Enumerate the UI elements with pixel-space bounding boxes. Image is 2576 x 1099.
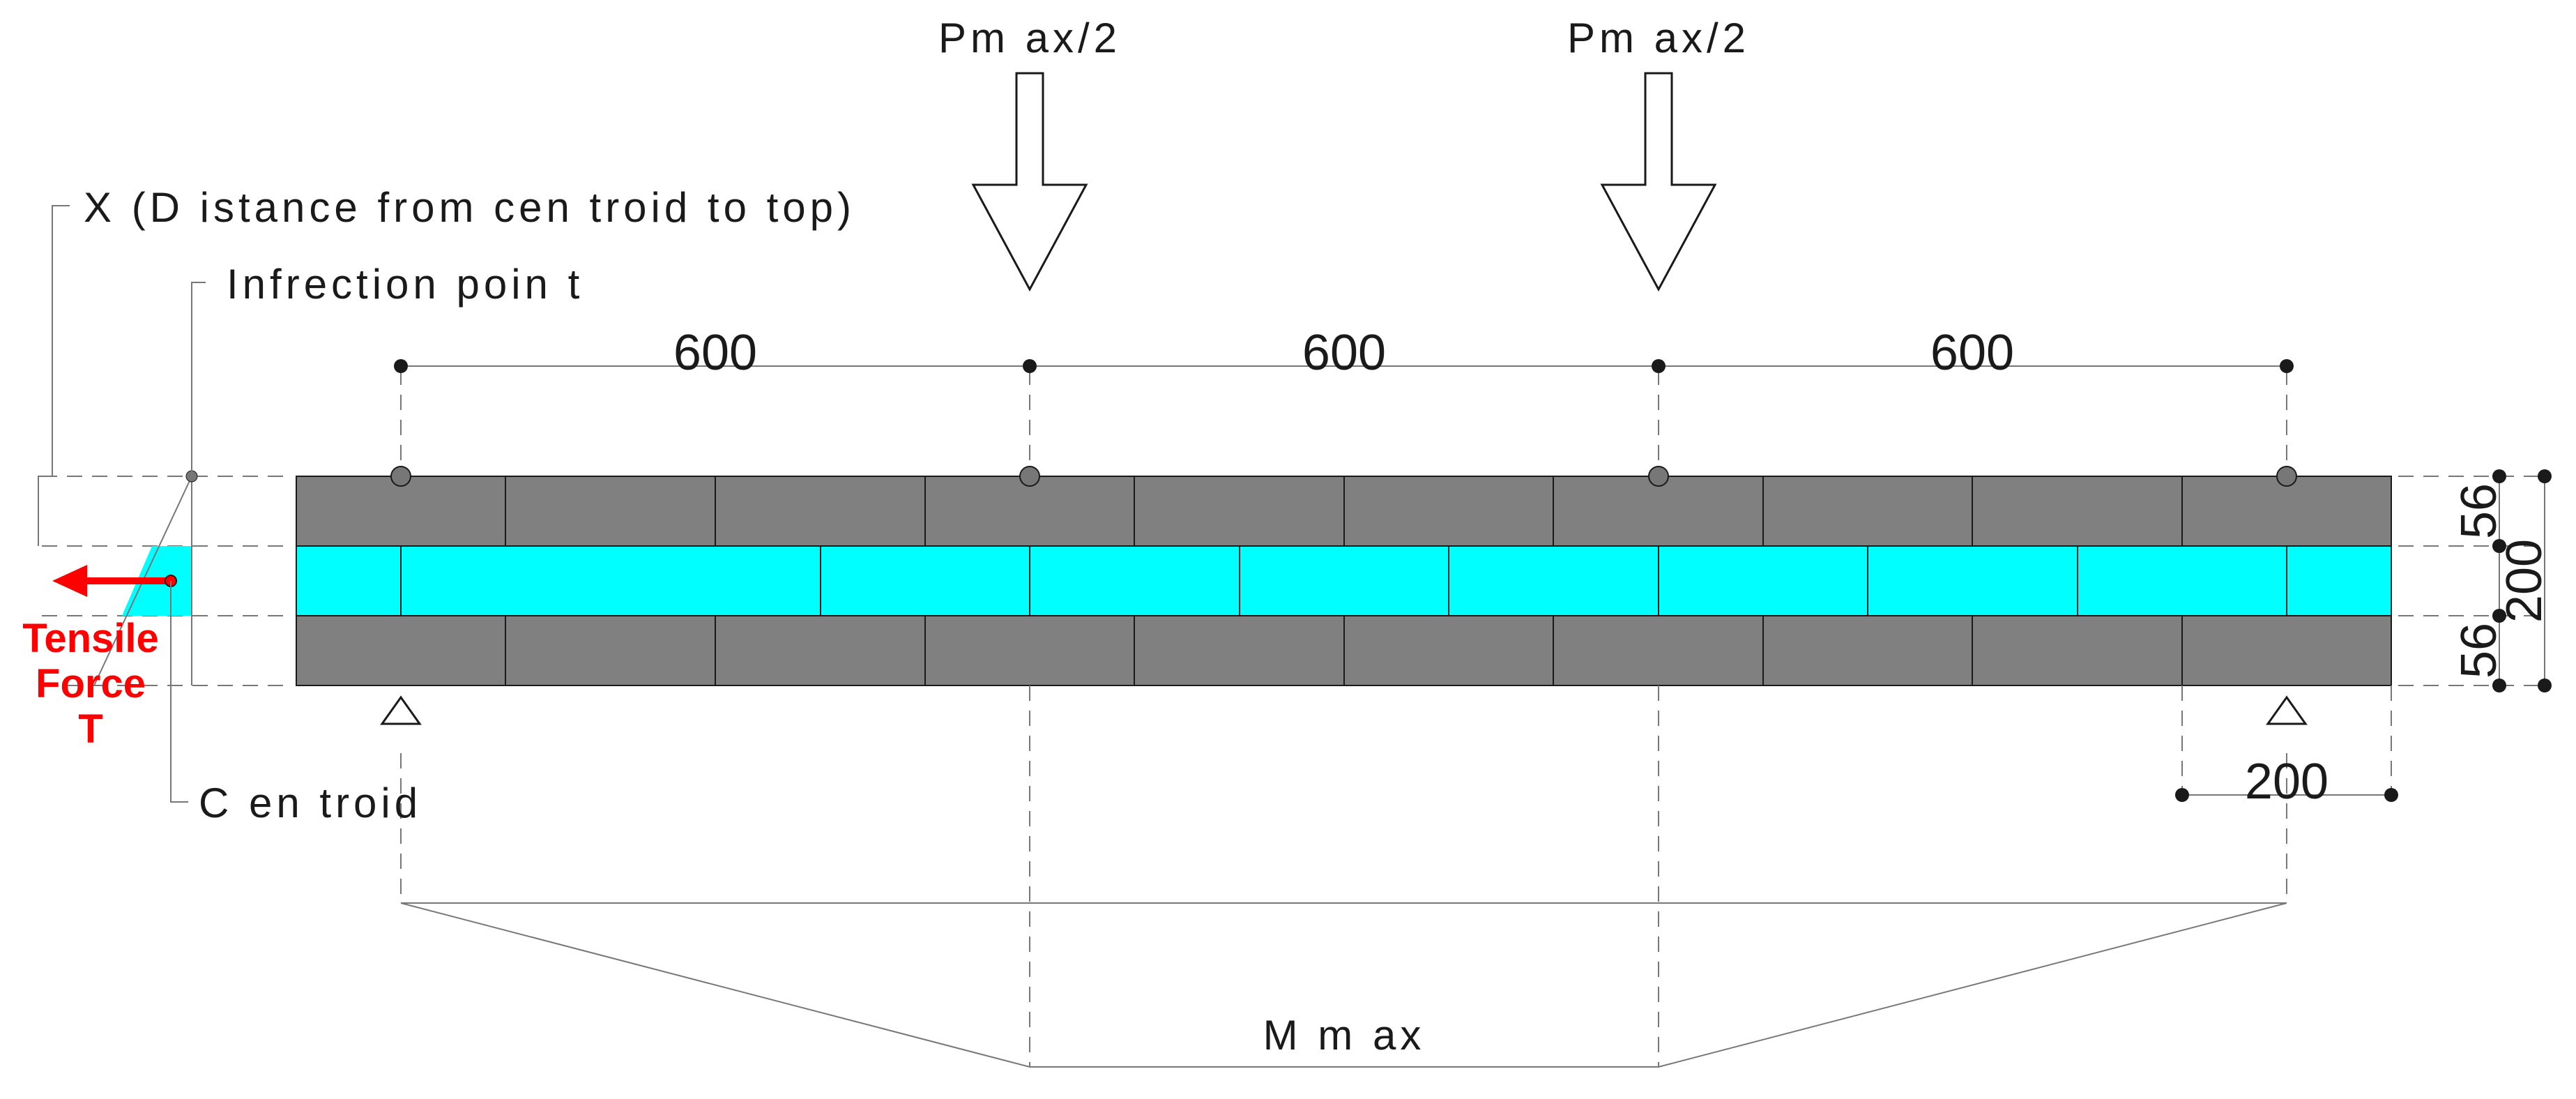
load-label-right: Pm ax/2	[1567, 15, 1750, 61]
x-distance-label: X (D istance from cen troid to top)	[84, 184, 855, 231]
moment-diagram	[400, 902, 2287, 1068]
left-support-icon	[380, 695, 422, 725]
load-point-marker	[1648, 466, 1669, 487]
brick-joints-bottom	[505, 616, 2183, 685]
span-3-label: 600	[1930, 325, 2014, 381]
extension-lines	[42, 370, 2545, 1067]
span-1-label: 600	[673, 325, 757, 381]
tensile-label-line2: Force	[36, 661, 146, 706]
height-label: 200	[2497, 539, 2552, 623]
span-2-label: 600	[1302, 325, 1386, 381]
brick-joints-core	[400, 546, 2287, 616]
tensile-label-line1: Tensile	[22, 616, 159, 661]
load-point-marker	[2276, 466, 2297, 487]
centroid-label: C en troid	[199, 780, 422, 826]
load-point-marker	[1019, 466, 1040, 487]
right-support-icon	[2266, 695, 2308, 725]
bottom-layer-label: 56	[2451, 623, 2507, 679]
leader-lines	[38, 205, 206, 803]
load-label-left: Pm ax/2	[938, 15, 1121, 61]
tensile-label-line3: T	[78, 706, 102, 752]
top-layer-label: 56	[2451, 483, 2507, 539]
load-point-marker	[390, 466, 411, 487]
moment-label: M m ax	[1263, 1012, 1426, 1059]
load-arrow-left-icon	[971, 72, 1088, 292]
beam	[296, 466, 2392, 686]
stress-diagram	[52, 470, 198, 686]
overhang-dimension: 200	[2175, 754, 2398, 810]
tensile-force-arrow-icon	[52, 565, 87, 597]
span-dimension: 600 600 600	[394, 325, 2294, 381]
inflection-point-label: Infrection poin t	[227, 261, 584, 308]
brick-joints-top	[505, 476, 2183, 546]
height-dimension: 56 56 200	[2451, 469, 2552, 692]
load-arrow-right-icon	[1600, 72, 1717, 292]
overhang-label: 200	[2245, 754, 2329, 810]
beam-core-layer	[296, 545, 2392, 616]
